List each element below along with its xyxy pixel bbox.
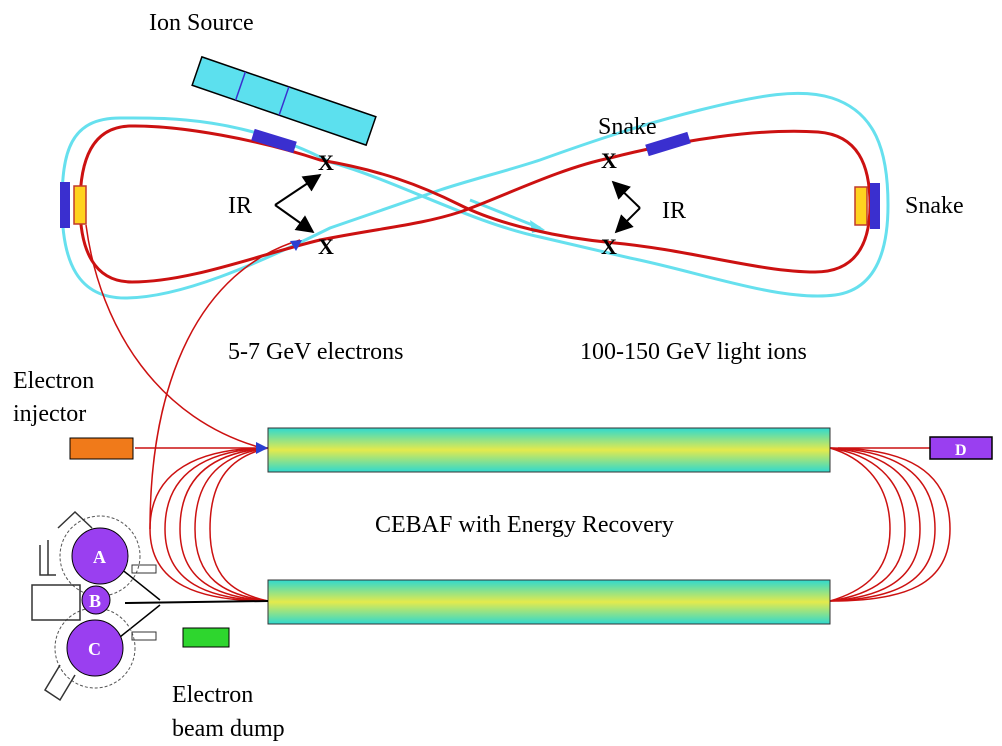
- snake-magnet-top-right: [645, 131, 691, 157]
- electron-ring: [78, 124, 872, 284]
- hall-c: [66, 619, 124, 677]
- interaction-point-upper-left: X: [318, 150, 334, 175]
- electron-injector: [69, 437, 134, 460]
- electron-injector-label-line1: Electron: [13, 368, 94, 394]
- electron-energy-label: 5-7 GeV electrons: [228, 339, 404, 365]
- ir-arrows-right: [611, 180, 641, 234]
- snake-label-top: Snake: [598, 114, 657, 140]
- hall-c-label: C: [88, 639, 101, 659]
- interaction-point-lower-right: X: [601, 234, 617, 259]
- ir-label-right: IR: [662, 198, 686, 224]
- hall-b-label: B: [89, 591, 101, 611]
- transfer-lines: [85, 224, 930, 530]
- hall-d-label: D: [955, 442, 967, 459]
- north-linac: [267, 427, 831, 473]
- hall-a: [71, 527, 129, 585]
- ir-arrows-left: [274, 174, 322, 234]
- recirculation-arcs-right: [829, 447, 951, 602]
- ion-source-label: Ion Source: [149, 10, 254, 36]
- beam-dump-label-line1: Electron: [172, 682, 253, 708]
- spin-rotator-left: [73, 185, 87, 225]
- electron-injector-label-line2: injector: [13, 401, 86, 427]
- spin-rotator-right: [854, 186, 868, 226]
- recirculation-arcs-left: [149, 447, 269, 602]
- ion-energy-label: 100-150 GeV light ions: [580, 339, 807, 365]
- hall-d: [929, 436, 993, 460]
- snake-label-right: Snake: [905, 193, 964, 219]
- beam-dump-label-line2: beam dump: [172, 716, 285, 742]
- south-linac: [267, 579, 831, 625]
- ion-source: [191, 55, 377, 147]
- hall-b: [81, 585, 111, 615]
- interaction-point-upper-right: X: [601, 148, 617, 173]
- hall-a-label: A: [93, 547, 106, 567]
- snake-magnet-left: [60, 182, 70, 228]
- snake-magnet-right: [870, 183, 880, 229]
- ir-label-left: IR: [228, 193, 252, 219]
- injection-arrow: [256, 442, 268, 454]
- interaction-point-lower-left: X: [318, 234, 334, 259]
- ring-injection-arrow: [290, 240, 302, 251]
- experimental-halls: A B C D: [31, 436, 993, 702]
- electron-beam-dump: [182, 627, 230, 648]
- snake-magnet-top-left: [251, 128, 297, 154]
- cebaf-label: CEBAF with Energy Recovery: [375, 512, 674, 538]
